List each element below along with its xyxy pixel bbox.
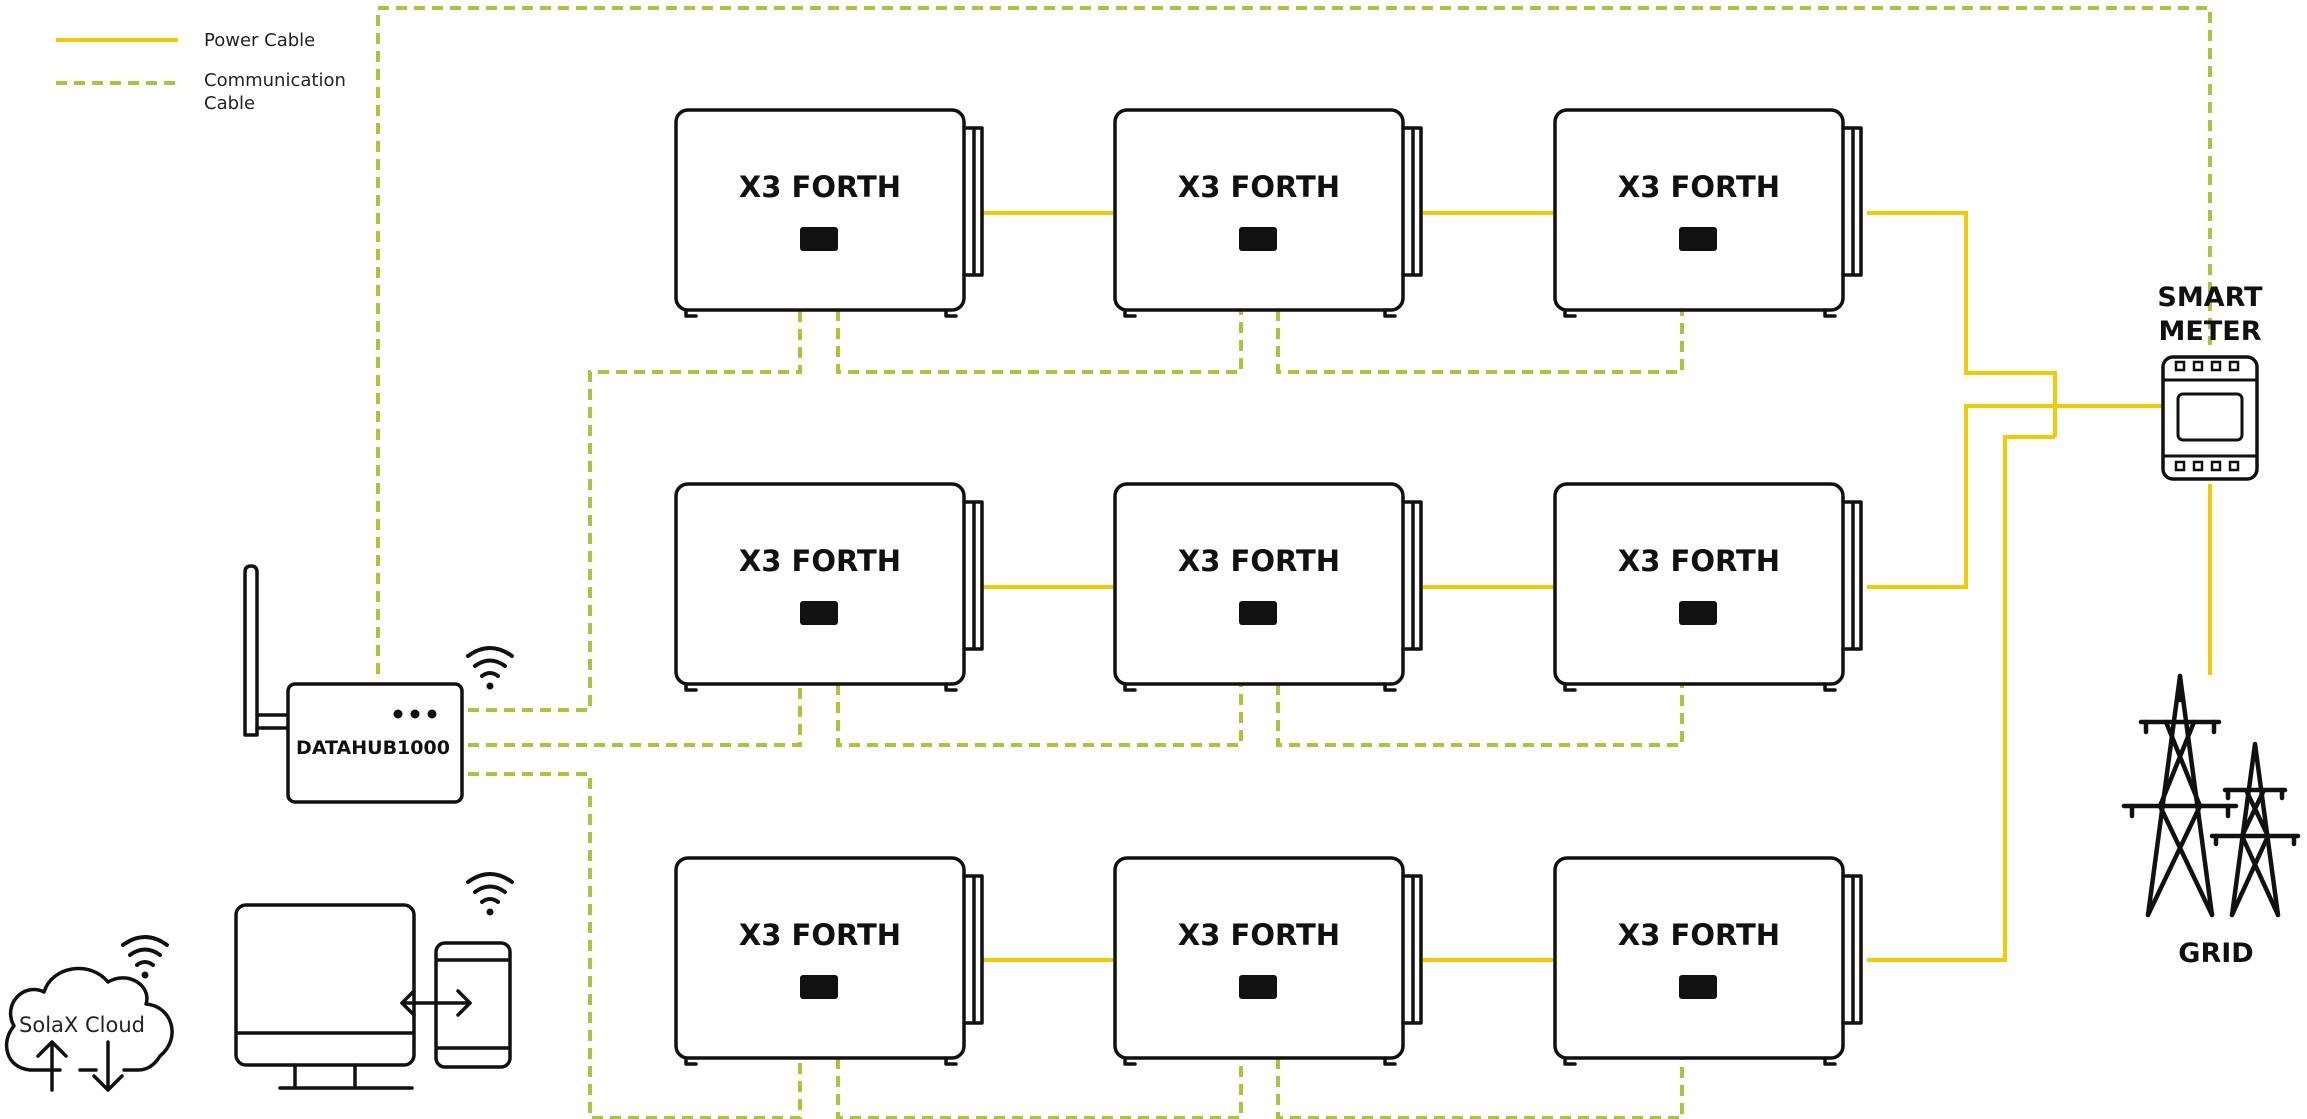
monitor-icon	[234, 903, 416, 1090]
monitoring-devices	[234, 872, 514, 1090]
grid-label: GRID	[2178, 938, 2253, 969]
inverter-8[interactable]: X3 FORTH	[1113, 856, 1423, 1066]
inverter-display	[1239, 227, 1277, 251]
smart-meter-icon	[2161, 355, 2259, 481]
comm-cable-branch-row1	[468, 310, 802, 712]
legend-comm-label-2: Cable	[204, 93, 255, 114]
inverter-grid: X3 FORTH X3 FORTH X3 FORTH X3 FORTH	[674, 108, 1863, 1066]
transmission-tower-icon	[2121, 673, 2301, 918]
legend-power-label: Power Cable	[204, 30, 315, 51]
datahub-label: DATAHUB1000	[296, 737, 450, 759]
power-cable-row1-to-meter	[1867, 211, 2057, 437]
cloud-icon	[4, 966, 174, 1092]
bidirectional-arrow-icon	[400, 989, 472, 1017]
cloud-label: SolaX Cloud	[19, 1013, 145, 1037]
comm-cable-row1-chain	[836, 310, 1684, 374]
inverter-display	[800, 601, 838, 625]
comm-cable-row3-chain	[468, 772, 1684, 1119]
inverter-display	[1679, 601, 1717, 625]
datahub[interactable]: DATAHUB1000	[243, 564, 514, 804]
smart-meter-label-1: SMART	[2157, 282, 2263, 313]
inverter-display	[1239, 975, 1277, 999]
legend-comm-label-1: Communication	[204, 70, 346, 91]
inverter-label: X3 FORTH	[1178, 170, 1340, 204]
smart-meter-label-2: METER	[2159, 316, 2262, 347]
inverter-label: X3 FORTH	[739, 170, 901, 204]
datahub-led	[427, 709, 437, 719]
inverter-display	[1239, 601, 1277, 625]
datahub-led	[393, 709, 403, 719]
comm-cable-top-loop	[376, 6, 2212, 674]
power-cables	[982, 211, 2212, 962]
comm-cable-row2-chain	[468, 684, 1684, 747]
inverter-label: X3 FORTH	[1178, 918, 1340, 952]
inverter-label: X3 FORTH	[739, 544, 901, 578]
inverter-display	[1679, 975, 1717, 999]
inverter-3[interactable]: X3 FORTH	[1553, 108, 1863, 318]
solax-cloud: SolaX Cloud	[4, 935, 174, 1092]
grid: GRID	[2121, 673, 2301, 969]
wifi-icon	[466, 646, 514, 690]
inverter-display	[800, 975, 838, 999]
inverter-5[interactable]: X3 FORTH	[1113, 482, 1423, 692]
inverter-9[interactable]: X3 FORTH	[1553, 856, 1863, 1066]
inverter-label: X3 FORTH	[739, 918, 901, 952]
inverter-display	[800, 227, 838, 251]
inverter-label: X3 FORTH	[1178, 544, 1340, 578]
inverter-2[interactable]: X3 FORTH	[1113, 108, 1423, 318]
datahub-led	[410, 709, 420, 719]
smart-meter[interactable]: SMART METER	[2157, 282, 2263, 481]
legend: Power Cable Communication Cable	[56, 30, 346, 114]
wifi-icon	[121, 935, 169, 979]
communication-cables	[376, 6, 2212, 1119]
inverter-display	[1679, 227, 1717, 251]
inverter-label: X3 FORTH	[1618, 170, 1780, 204]
phone-icon	[434, 941, 512, 1069]
router-antenna-icon	[243, 564, 290, 737]
inverter-label: X3 FORTH	[1618, 544, 1780, 578]
inverter-6[interactable]: X3 FORTH	[1553, 482, 1863, 692]
inverter-label: X3 FORTH	[1618, 918, 1780, 952]
inverter-4[interactable]: X3 FORTH	[674, 482, 984, 692]
power-cable-row3-to-meter	[1867, 435, 2055, 962]
inverter-1[interactable]: X3 FORTH	[674, 108, 984, 318]
inverter-7[interactable]: X3 FORTH	[674, 856, 984, 1066]
power-cable-row2-to-meter	[1867, 404, 2163, 589]
wifi-icon	[466, 872, 514, 916]
